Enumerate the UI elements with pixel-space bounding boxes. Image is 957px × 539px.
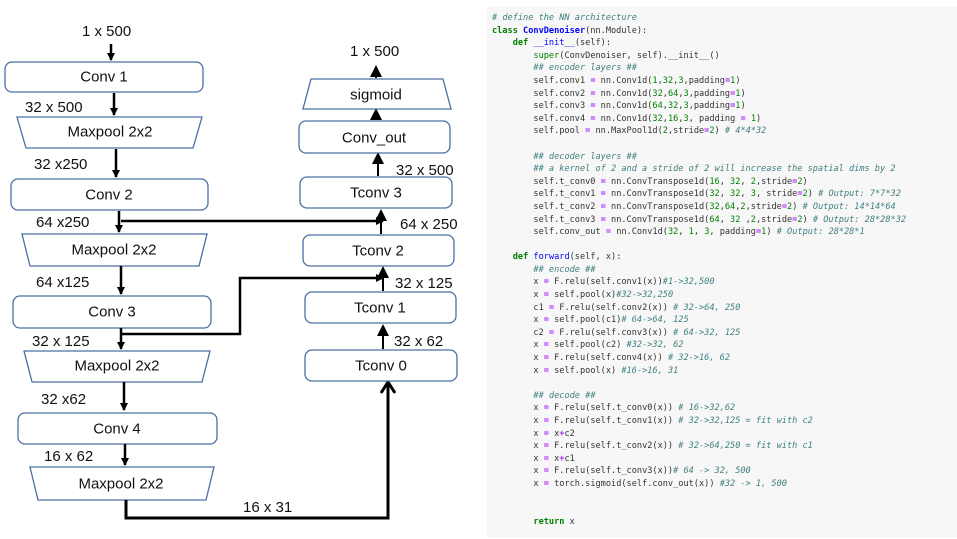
node-conv4: Conv 4 — [17, 412, 218, 445]
code-line: x = F.relu(self.t_conv3(x))# 64 -> 32, 5… — [492, 466, 751, 477]
code-line: x = x+c1 — [492, 453, 575, 464]
code-line — [492, 503, 906, 516]
code-line: x = F.relu(self.conv4(x)) # 32->16, 62 — [492, 353, 731, 364]
node-pool2: Maxpool 2x2 — [21, 233, 208, 267]
node-conv-out: Conv_out — [298, 120, 451, 154]
node-tconv1: Tconv 1 — [304, 291, 457, 324]
dim-conv1-out: 32 x 500 — [25, 99, 83, 116]
code-line: class ConvDenoiser(nn.Module): — [492, 25, 648, 36]
node-sigmoid: sigmoid — [302, 78, 452, 110]
dim-conv2-out: 64 x250 — [36, 214, 89, 231]
dim-pool1-out: 32 x250 — [34, 156, 87, 173]
code-line — [492, 377, 906, 390]
node-conv3-label: Conv 3 — [88, 304, 136, 321]
node-tconv1-label: Tconv 1 — [354, 300, 406, 317]
code-line: ## encoder layers ## — [533, 63, 637, 74]
node-tconv2-label: Tconv 2 — [352, 243, 404, 260]
code-line: x = self.pool(x)#32->32,250 — [492, 290, 674, 301]
code-line: x = F.relu(self.conv1(x))#1->32,500 — [492, 277, 715, 288]
node-pool4: Maxpool 2x2 — [29, 466, 215, 501]
code-line: ## a kernel of 2 and a stride of 2 will … — [533, 164, 896, 175]
code-line: ## encode ## — [533, 264, 596, 275]
code-line: ## decoder layers ## — [533, 151, 637, 162]
code-line: self.conv3 = nn.Conv1d(64,32,3,padding=1… — [492, 101, 746, 112]
node-tconv3-label: Tconv 3 — [350, 185, 402, 202]
dim-pool3-out: 32 x62 — [41, 391, 86, 408]
node-pool2-label: Maxpool 2x2 — [71, 242, 156, 259]
node-pool3: Maxpool 2x2 — [23, 350, 211, 383]
code-line — [492, 138, 906, 151]
dim-pool2-out: 64 x125 — [36, 274, 89, 291]
dim-tconv1-out: 32 x 125 — [395, 275, 453, 292]
code-line: x = F.relu(self.t_conv0(x)) # 16->32,62 — [492, 403, 736, 414]
bottleneck-connector — [124, 384, 390, 520]
code-line: return x — [533, 516, 575, 527]
node-tconv2: Tconv 2 — [302, 234, 455, 267]
code-line: x = F.relu(self.t_conv1(x)) # 32->32,125… — [492, 416, 813, 426]
dim-tconv0-out: 32 x 62 — [394, 333, 443, 350]
input-dim-label: 1 x 500 — [82, 23, 131, 40]
node-tconv0: Tconv 0 — [304, 349, 458, 382]
code-line: x = torch.sigmoid(self.conv_out(x)) #32 … — [492, 478, 787, 489]
code-line — [492, 491, 906, 504]
node-conv1-label: Conv 1 — [80, 69, 128, 86]
code-line: self.conv1 = nn.Conv1d(1,32,3,padding=1) — [492, 75, 741, 86]
code-line: x = F.relu(self.t_conv2(x)) # 32->64,250… — [492, 441, 813, 452]
node-conv1: Conv 1 — [4, 61, 204, 93]
autoencoder-architecture-diagram: 1 x 500 Conv 1 32 x 500 Maxpool 2x2 32 x… — [4, 23, 458, 520]
bottleneck-arrowhead — [379, 379, 397, 394]
code-line: self.t_conv1 = nn.ConvTranspose1d(32, 32… — [492, 189, 901, 200]
output-dim-label: 1 x 500 — [350, 43, 399, 60]
code-line: c2 = F.relu(self.conv3(x)) # 64->32, 125 — [492, 327, 741, 338]
code-line: self.conv4 = nn.Conv1d(32,16,3, padding … — [492, 113, 762, 124]
code-line: self.t_conv3 = nn.ConvTranspose1d(64, 32… — [492, 214, 907, 225]
code-line: self.conv2 = nn.Conv1d(32,64,3,padding=1… — [492, 88, 746, 99]
code-line: c1 = F.relu(self.conv2(x)) # 32->64, 250 — [492, 302, 741, 313]
node-pool1-label: Maxpool 2x2 — [67, 124, 152, 141]
bottleneck-dim-label: 16 x 31 — [243, 499, 292, 516]
code-line: def __init__(self): — [512, 38, 612, 49]
code-cell: # define the NN architecture class ConvDe… — [487, 7, 957, 537]
code-line: x = self.pool(x) #16->16, 31 — [492, 365, 679, 376]
dim-tconv2-out: 64 x 250 — [400, 216, 458, 233]
node-conv2-label: Conv 2 — [85, 187, 133, 204]
skip-conv3-to-tconv2 — [121, 274, 384, 336]
dim-conv3-out: 32 x 125 — [32, 333, 90, 350]
code-line: x = self.pool(c2) #32->32, 62 — [492, 340, 684, 351]
dim-conv4-out: 16 x 62 — [44, 448, 93, 465]
node-conv2: Conv 2 — [10, 178, 209, 211]
dim-tconv3-out: 32 x 500 — [396, 162, 454, 179]
code-line: # define the NN architecture — [492, 13, 637, 23]
code-line: x = self.pool(c1)# 64->64, 125 — [492, 315, 689, 326]
node-pool4-label: Maxpool 2x2 — [78, 476, 163, 493]
node-tconv0-label: Tconv 0 — [355, 358, 407, 375]
code-line: self.t_conv2 = nn.ConvTranspose1d(32,64,… — [492, 201, 896, 212]
node-sigmoid-label: sigmoid — [350, 87, 402, 104]
code-line: self.t_conv0 = nn.ConvTranspose1d(16, 32… — [492, 176, 808, 187]
node-conv-out-label: Conv_out — [342, 130, 407, 147]
node-conv4-label: Conv 4 — [93, 421, 141, 438]
code-line: self.pool = nn.MaxPool1d(2,stride=2) # 4… — [492, 126, 767, 137]
code-line: x = x+c2 — [492, 428, 575, 439]
node-tconv3: Tconv 3 — [299, 176, 453, 209]
node-conv3: Conv 3 — [12, 295, 212, 329]
node-pool1: Maxpool 2x2 — [16, 116, 203, 149]
code-line — [492, 239, 906, 252]
code-line: def forward(self, x): — [512, 252, 622, 263]
code-line: super(ConvDenoiser, self).__init__() — [533, 50, 720, 61]
code-line: ## decode ## — [533, 390, 596, 401]
python-source-code: # define the NN architecture class ConvDe… — [492, 12, 906, 528]
node-pool3-label: Maxpool 2x2 — [74, 358, 159, 375]
code-line: self.conv_out = nn.Conv1d(32, 1, 3, padd… — [492, 227, 865, 238]
